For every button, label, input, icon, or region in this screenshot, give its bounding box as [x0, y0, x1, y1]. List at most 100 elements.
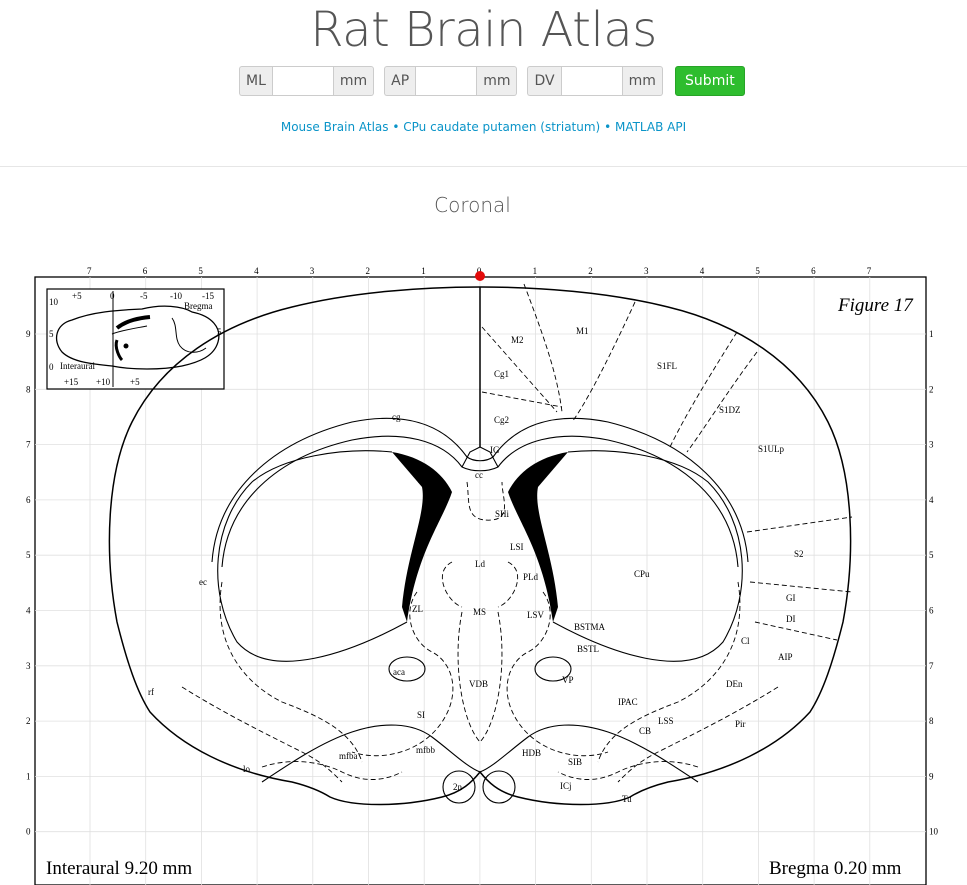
- region-label: CPu: [634, 569, 650, 579]
- region-label: LSI: [510, 542, 524, 552]
- region-label: mfba: [339, 751, 358, 761]
- sagittal-inset: 10 +5 0 -5 -10 -15 Bregma Interaural +15…: [46, 288, 225, 390]
- tick-label: 3: [929, 440, 934, 450]
- matlab-api-link[interactable]: MATLAB API: [614, 120, 687, 134]
- region-label: LSD: [513, 488, 531, 498]
- small-structures: [388, 656, 572, 804]
- inset-scale-label: 10: [49, 297, 59, 307]
- ml-label: ML: [239, 66, 272, 96]
- tick-label: 6: [26, 495, 31, 505]
- region-label: LV: [418, 475, 430, 485]
- inset-scale-label: 5: [49, 329, 54, 339]
- dv-label: DV: [527, 66, 561, 96]
- region-label: aca: [393, 667, 405, 677]
- tick-label: 6: [929, 606, 934, 616]
- region-label: cc: [475, 470, 483, 480]
- tick-label: 3: [644, 266, 649, 276]
- region-label: LSV: [527, 610, 545, 620]
- region-label: VP: [562, 675, 574, 685]
- dv-input[interactable]: [560, 66, 623, 96]
- mouse-atlas-link[interactable]: Mouse Brain Atlas: [280, 120, 389, 134]
- region-label: BSTL: [577, 644, 599, 654]
- region-label: ICj: [560, 781, 572, 791]
- tick-label: 2: [366, 266, 371, 276]
- app-title: Rat Brain Atlas: [310, 2, 657, 58]
- region-label: DEn: [726, 679, 743, 689]
- ml-input[interactable]: [271, 66, 334, 96]
- ap-input[interactable]: [415, 66, 478, 96]
- tick-label: 5: [26, 550, 31, 560]
- tick-label: 1: [26, 771, 31, 781]
- inset-scale-label: -10: [170, 291, 182, 301]
- region-label: GI: [786, 593, 796, 603]
- region-label: rf: [148, 687, 154, 697]
- region-label: BSTMA: [574, 622, 606, 632]
- region-label: AIP: [778, 652, 793, 662]
- tick-label: 6: [143, 266, 148, 276]
- region-label: lo: [243, 764, 251, 774]
- submit-button[interactable]: Submit: [674, 66, 745, 96]
- tick-label: 5: [755, 266, 760, 276]
- region-label: IG: [490, 445, 500, 455]
- figure-label: Figure 17: [837, 295, 914, 316]
- tick-label: 10: [929, 827, 939, 837]
- region-label: S2: [794, 549, 804, 559]
- dv-group: DV mm: [527, 66, 663, 96]
- coordinate-form: ML mm AP mm DV mm Submit: [239, 66, 745, 96]
- tick-label: 3: [26, 661, 31, 671]
- striatum-boundaries: [217, 450, 743, 783]
- region-label: PLd: [523, 572, 539, 582]
- ml-group: ML mm: [239, 66, 375, 96]
- tick-label: 0: [26, 827, 31, 837]
- lateral-ventricle-right: [508, 452, 568, 622]
- region-label: SIB: [568, 757, 582, 767]
- view-label: Coronal: [434, 193, 511, 217]
- tick-label: 4: [254, 266, 259, 276]
- divider: [0, 166, 967, 167]
- region-label: Ld: [475, 559, 485, 569]
- inset-scale-label: 5: [217, 327, 222, 337]
- region-label: Pir: [735, 719, 746, 729]
- ap-group: AP mm: [384, 66, 518, 96]
- region-label: S1FL: [657, 361, 677, 371]
- link-bar: Mouse Brain Atlas • CPu caudate putamen …: [0, 120, 967, 134]
- ap-label: AP: [384, 66, 416, 96]
- region-link[interactable]: CPu caudate putamen (striatum): [403, 120, 601, 134]
- ml-unit: mm: [333, 66, 375, 96]
- tick-label: 6: [811, 266, 816, 276]
- ap-unit: mm: [477, 66, 518, 96]
- tick-label: 5: [198, 266, 203, 276]
- region-label: LSS: [658, 716, 674, 726]
- tick-label: 8: [26, 384, 31, 394]
- tick-label: 4: [929, 495, 934, 505]
- region-label: VDB: [469, 679, 488, 689]
- tick-label: 1: [929, 329, 934, 339]
- link-separator: •: [392, 120, 400, 134]
- region-label: S1DZ: [719, 405, 741, 415]
- region-label: DI: [786, 614, 796, 624]
- region-label: S1ULp: [758, 444, 785, 454]
- interaural-label: Interaural 9.20 mm: [46, 858, 192, 879]
- tick-label: 9: [26, 329, 31, 339]
- tick-label: 4: [26, 606, 31, 616]
- inset-scale-label: 0: [49, 362, 54, 372]
- tick-label: 2: [588, 266, 593, 276]
- inset-scale-label: -5: [140, 291, 148, 301]
- tick-label: 7: [87, 266, 92, 276]
- lateral-ventricle-left: [392, 452, 452, 622]
- region-label: ZL: [412, 604, 423, 614]
- inset-scale-label: +15: [64, 377, 79, 387]
- region-label: 2n: [453, 782, 463, 792]
- region-label: MS: [473, 607, 486, 617]
- tick-label: 4: [700, 266, 705, 276]
- tick-label: 9: [929, 771, 934, 781]
- tick-label: 8: [929, 716, 934, 726]
- link-separator: •: [604, 120, 612, 134]
- tick-label: 1: [533, 266, 538, 276]
- inset-scale-label: +5: [130, 377, 140, 387]
- region-label: HDB: [522, 748, 541, 758]
- tick-label: 2: [929, 384, 934, 394]
- dv-unit: mm: [622, 66, 663, 96]
